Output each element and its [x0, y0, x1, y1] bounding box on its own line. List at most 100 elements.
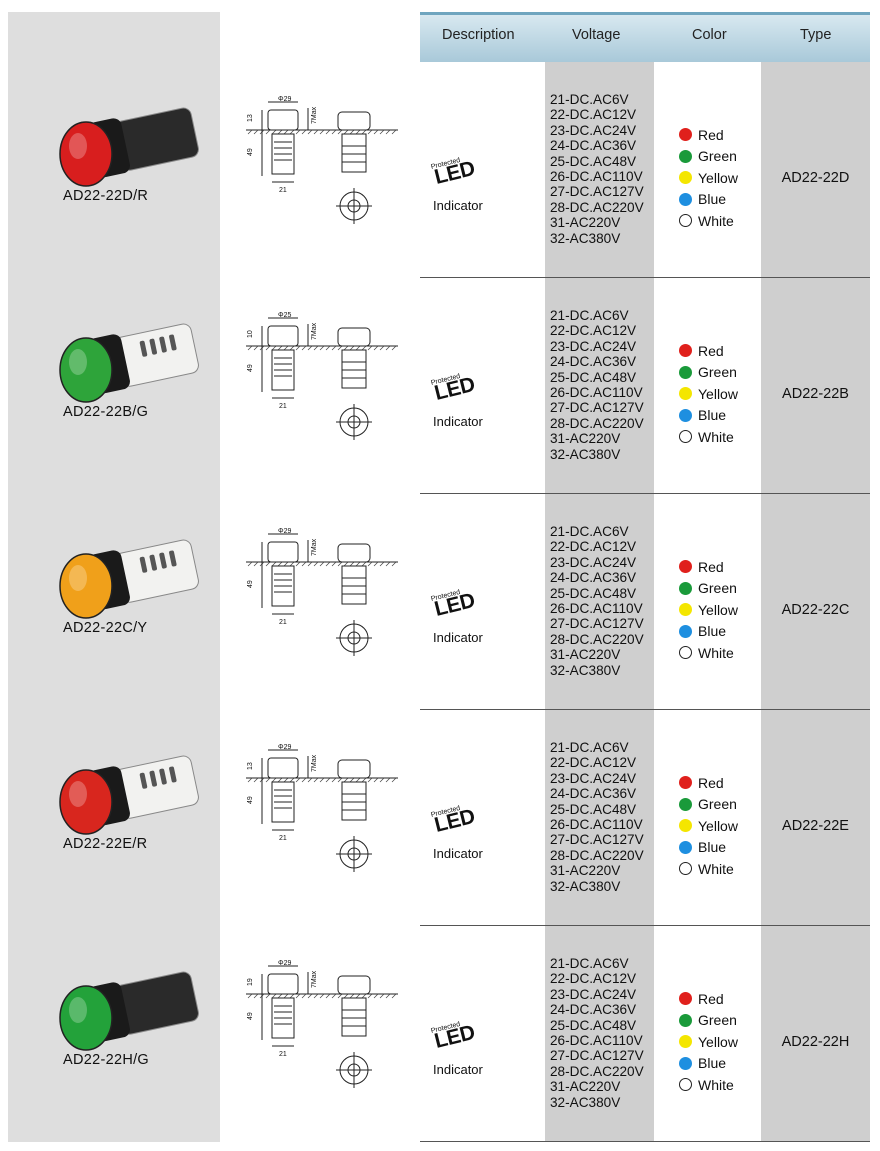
- voltage-column-bg: [545, 710, 654, 926]
- product-model: AD22-22E/R: [63, 836, 148, 852]
- color-name: Green: [698, 1012, 737, 1029]
- voltage-option: 25-DC.AC48V: [550, 801, 637, 817]
- color-name: Blue: [698, 839, 727, 856]
- voltage-option: 23-DC.AC24V: [550, 338, 637, 354]
- voltage-option: 28-DC.AC220V: [550, 847, 644, 863]
- voltage-option: 24-DC.AC36V: [550, 570, 637, 586]
- color-dot-icon: [679, 128, 692, 142]
- color-name: Red: [698, 990, 724, 1007]
- indicator-lamp-image: [48, 966, 208, 1061]
- color-name: Red: [698, 774, 724, 791]
- voltage-option: 32-AC380V: [550, 662, 621, 678]
- voltage-column-bg: [545, 62, 654, 278]
- row-separator: [420, 709, 870, 710]
- voltage-option: 23-DC.AC24V: [550, 986, 637, 1002]
- color-option: Green: [679, 146, 738, 168]
- dimension-label: 10: [247, 330, 254, 338]
- dimension-label: Φ29: [278, 744, 291, 751]
- header-type: Type: [800, 27, 832, 43]
- voltage-option: 31-AC220V: [550, 647, 621, 663]
- dimension-label: 49: [247, 148, 254, 156]
- color-name: White: [698, 1076, 734, 1093]
- voltage-option: 22-DC.AC12V: [550, 107, 637, 123]
- color-option: Red: [679, 124, 738, 146]
- dimension-label: 49: [247, 364, 254, 372]
- color-option: White: [679, 1074, 738, 1096]
- indicator-label: Indicator: [433, 1062, 483, 1077]
- color-dot-icon: [679, 646, 692, 660]
- color-option: Blue: [679, 1053, 738, 1075]
- color-name: White: [698, 644, 734, 661]
- color-dot-icon: [679, 797, 692, 811]
- color-dot-icon: [679, 840, 692, 854]
- color-option: White: [679, 858, 738, 880]
- color-name: Green: [698, 148, 737, 165]
- color-dot-icon: [679, 1056, 692, 1070]
- voltage-option: 22-DC.AC12V: [550, 323, 637, 339]
- color-dot-icon: [679, 603, 692, 617]
- color-option: Red: [679, 772, 738, 794]
- dimension-label: 7Max: [311, 970, 318, 988]
- color-name: White: [698, 428, 734, 445]
- color-dot-icon: [679, 560, 692, 574]
- color-name: Yellow: [698, 385, 738, 402]
- color-dot-icon: [679, 581, 692, 595]
- color-dot-icon: [679, 344, 692, 358]
- product-cell: AD22-22H/G: [8, 926, 220, 1140]
- indicator-lamp-image: [48, 318, 208, 413]
- color-dot-icon: [679, 408, 692, 422]
- dimension-label: 7Max: [311, 322, 318, 340]
- product-model: AD22-22D/R: [63, 188, 149, 204]
- color-name: Red: [698, 126, 724, 143]
- dimension-label: 21: [279, 187, 287, 194]
- voltage-option: 32-AC380V: [550, 878, 621, 894]
- color-option: Green: [679, 1010, 738, 1032]
- dimension-label: 13: [247, 762, 254, 770]
- dimension-label: 21: [279, 835, 287, 842]
- voltage-option: 25-DC.AC48V: [550, 153, 637, 169]
- dimension-label: Φ29: [278, 960, 291, 967]
- table-header: Description Voltage Color Type: [420, 12, 870, 62]
- voltage-option: 26-DC.AC110V: [550, 601, 643, 617]
- color-name: Yellow: [698, 601, 738, 618]
- color-option: Yellow: [679, 383, 738, 405]
- dimension-label: 49: [247, 1012, 254, 1020]
- voltage-option: 24-DC.AC36V: [550, 786, 637, 802]
- color-name: Green: [698, 580, 737, 597]
- voltage-option: 21-DC.AC6V: [550, 956, 629, 971]
- dimension-label: Φ29: [278, 96, 291, 103]
- voltage-option: 26-DC.AC110V: [550, 817, 643, 833]
- voltage-column-bg: [545, 278, 654, 494]
- color-option: Blue: [679, 189, 738, 211]
- color-option: Green: [679, 794, 738, 816]
- dimension-label: 49: [247, 580, 254, 588]
- color-dot-icon: [679, 1013, 692, 1027]
- color-option: Yellow: [679, 167, 738, 189]
- lamp-lens: [59, 769, 113, 835]
- voltage-option: 31-AC220V: [550, 1079, 621, 1095]
- color-name: Red: [698, 342, 724, 359]
- voltage-option: 23-DC.AC24V: [550, 554, 637, 570]
- dimension-label: Φ29: [278, 528, 291, 535]
- lamp-lens: [59, 985, 113, 1051]
- indicator-label: Indicator: [433, 630, 483, 645]
- voltage-option: 32-AC380V: [550, 1094, 621, 1110]
- voltage-option: 26-DC.AC110V: [550, 1033, 643, 1049]
- voltage-option: 22-DC.AC12V: [550, 971, 637, 987]
- voltage-option: 21-DC.AC6V: [550, 308, 629, 323]
- color-name: Blue: [698, 623, 727, 640]
- indicator-lamp-image: [48, 102, 208, 197]
- product-cell: AD22-22D/R: [8, 62, 220, 276]
- dimension-label: 7Max: [311, 106, 318, 124]
- product-model: AD22-22H/G: [63, 1052, 150, 1068]
- voltage-option: 31-AC220V: [550, 431, 621, 447]
- color-name: White: [698, 212, 734, 229]
- color-name: Green: [698, 364, 737, 381]
